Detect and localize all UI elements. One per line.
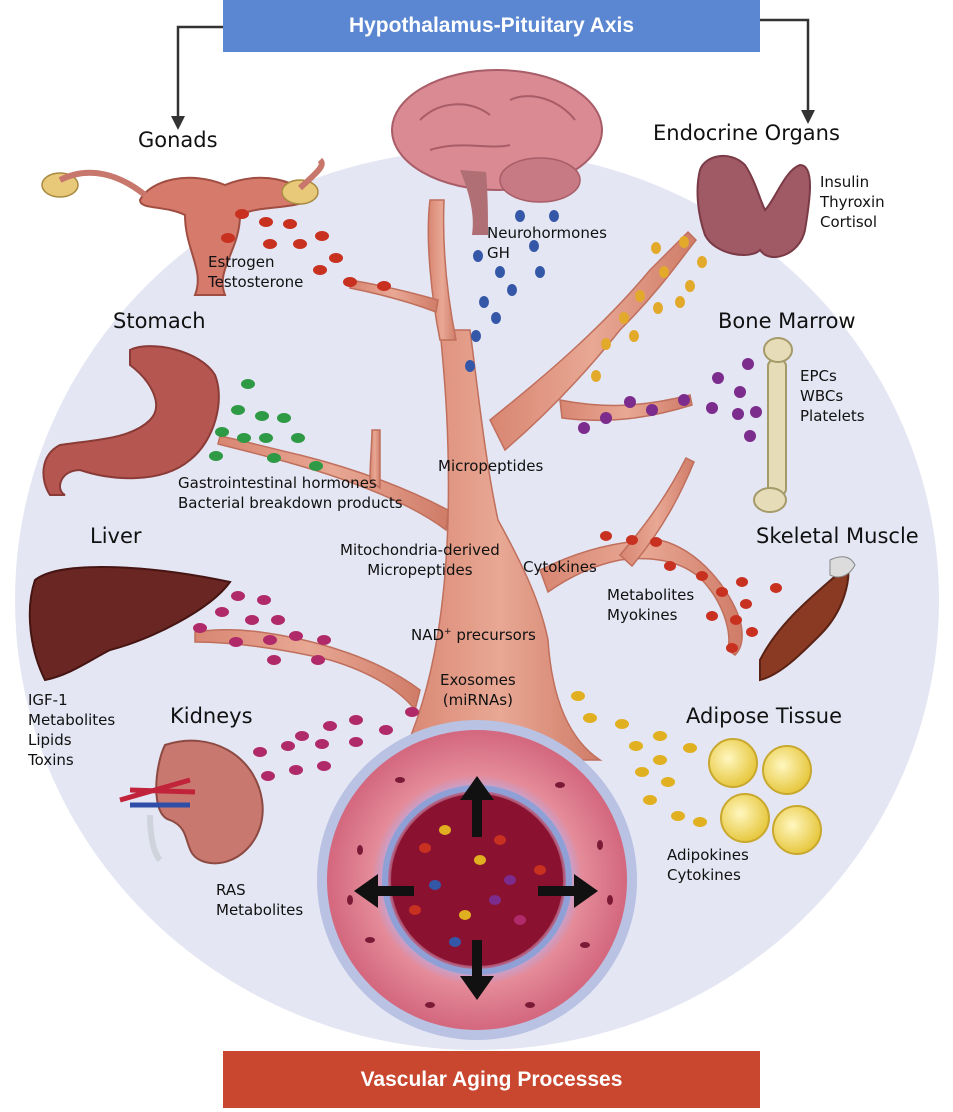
cytokines-label: Cytokines (523, 558, 597, 576)
nad-superscript: + (444, 627, 452, 637)
dots-brain (465, 210, 559, 372)
adipose-cells (708, 738, 822, 855)
arrow-head-endocrine (801, 110, 815, 124)
factor-adipokines: Adipokines (667, 846, 749, 864)
stomach-illustration (42, 345, 220, 496)
factor-metabolites-liver: Metabolites (28, 711, 116, 729)
factor-metabolites-kidney: Metabolites (216, 901, 304, 919)
dots-kidneys (253, 707, 419, 781)
endocrine-factors: Insulin Thyroxin Cortisol (820, 172, 885, 232)
endocrine-organs-title: Endocrine Organs (653, 121, 840, 145)
mito-line-1: Mitochondria-derived (340, 541, 500, 559)
nad-precursors-label: NAD+ precursors (411, 622, 536, 645)
factor-toxins: Toxins (28, 751, 74, 769)
factor-cortisol: Cortisol (820, 213, 878, 231)
dots-stomach (209, 379, 323, 471)
stomach-title: Stomach (113, 309, 206, 333)
adipose-factors: Adipokines Cytokines (667, 845, 749, 885)
factor-insulin: Insulin (820, 173, 870, 191)
skeletal-muscle-title: Skeletal Muscle (756, 524, 919, 548)
dots-endocrine (591, 236, 707, 382)
mito-micropeptides-label: Mitochondria-derived Micropeptides (340, 540, 500, 580)
thyroid-illustration (696, 155, 811, 259)
brain-factors: Neurohormones GH (487, 223, 607, 263)
adipose-tissue-title: Adipose Tissue (686, 704, 843, 728)
liver-illustration (28, 566, 232, 682)
factor-metabolites-muscle: Metabolites (607, 586, 695, 604)
precursors-text: precursors (451, 626, 536, 644)
arrow-head-gonads (171, 116, 185, 130)
brain-illustration (391, 69, 603, 235)
lumen-particles (409, 825, 546, 947)
muscle-illustration (759, 556, 856, 682)
factor-cytokines-adipose: Cytokines (667, 866, 741, 884)
factor-gi-hormones: Gastrointestinal hormones (178, 474, 377, 492)
liver-factors: IGF-1 Metabolites Lipids Toxins (28, 690, 115, 770)
signaling-tree (194, 199, 743, 761)
exosomes-line-1: Exosomes (440, 671, 516, 689)
factor-thyroxin: Thyroxin (820, 193, 885, 211)
gonads-factors: Estrogen Testosterone (208, 252, 303, 292)
liver-title: Liver (90, 524, 142, 548)
dots-liver (193, 591, 331, 665)
factor-igf1: IGF-1 (28, 691, 68, 709)
factor-neurohormones: Neurohormones (487, 224, 607, 242)
stomach-factors: Gastrointestinal hormones Bacterial brea… (178, 473, 403, 513)
factor-epcs: EPCs (800, 367, 837, 385)
factor-platelets: Platelets (800, 407, 865, 425)
bone-marrow-factors: EPCs WBCs Platelets (800, 366, 865, 426)
exosomes-label: Exosomes (miRNAs) (440, 670, 516, 710)
vessel-arrows (354, 776, 598, 1000)
factor-lipids: Lipids (28, 731, 72, 749)
dots-adipose (571, 691, 707, 827)
factor-bacterial-products: Bacterial breakdown products (178, 494, 403, 512)
bone-marrow-title: Bone Marrow (718, 309, 856, 333)
factor-gh: GH (487, 244, 510, 262)
kidneys-title: Kidneys (170, 704, 253, 728)
dots-gonads (221, 209, 391, 291)
axis-arrows (176, 18, 810, 118)
factor-myokines: Myokines (607, 606, 678, 624)
kidneys-factors: RAS Metabolites (216, 880, 303, 920)
gonads-title: Gonads (138, 128, 218, 152)
hypothalamus-pituitary-axis-header: Hypothalamus-Pituitary Axis (223, 0, 760, 52)
mito-line-2: Micropeptides (367, 561, 473, 579)
factor-estrogen: Estrogen (208, 253, 275, 271)
micropeptides-label: Micropeptides (438, 457, 544, 475)
nad-text: NAD (411, 626, 445, 644)
vessel-wall-cells (347, 777, 613, 1008)
bone-illustration (753, 337, 793, 513)
factor-testosterone: Testosterone (208, 273, 304, 291)
dots-muscle (600, 531, 782, 653)
vascular-aging-footer: Vascular Aging Processes (223, 1051, 760, 1108)
factor-ras: RAS (216, 881, 246, 899)
exosomes-line-2: (miRNAs) (442, 691, 513, 709)
kidney-illustration (119, 739, 264, 865)
dots-bone-marrow (578, 358, 762, 442)
factor-wbcs: WBCs (800, 387, 844, 405)
skeletal-muscle-factors: Metabolites Myokines (607, 585, 694, 625)
